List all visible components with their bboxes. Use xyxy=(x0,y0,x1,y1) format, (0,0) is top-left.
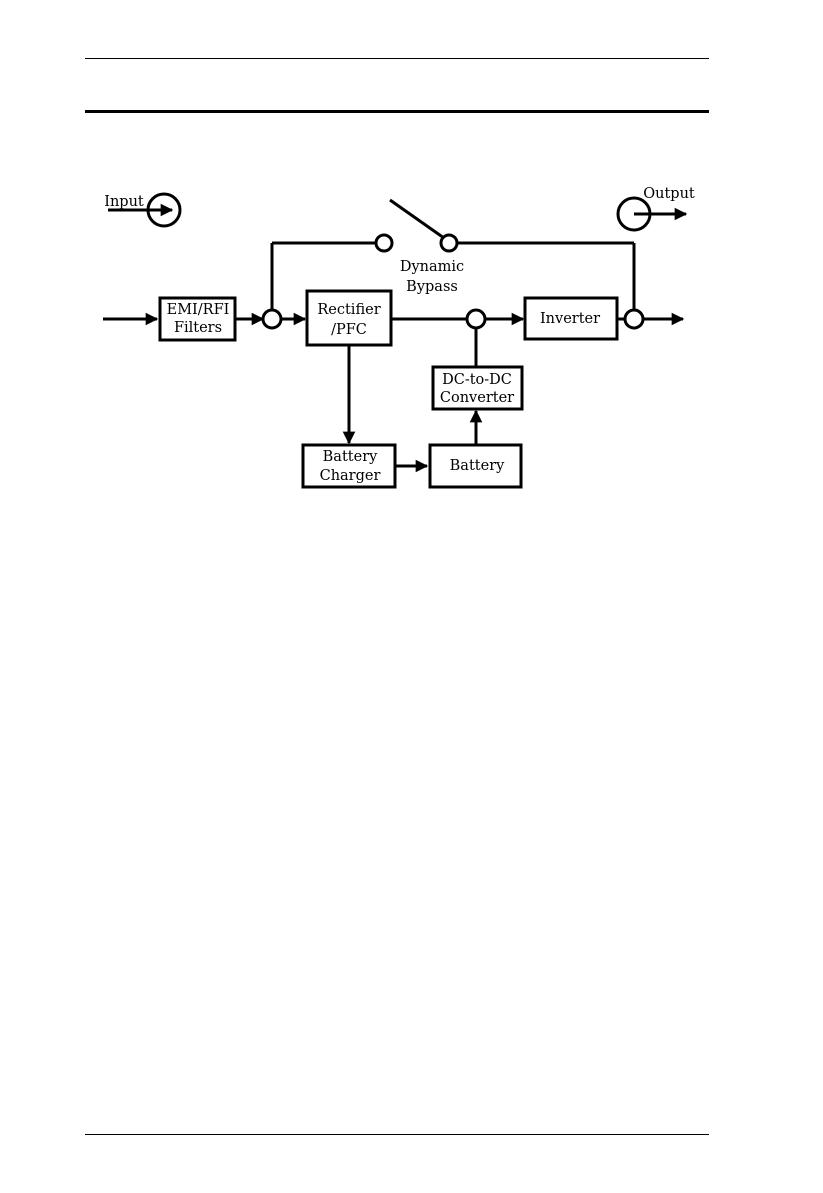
dc-converter-label-line2: Converter xyxy=(440,390,514,406)
dynamic-bypass-label-line1: Dynamic xyxy=(400,259,464,275)
battery-charger-label-line2: Charger xyxy=(320,468,381,484)
input-label: Input xyxy=(104,194,144,210)
dynamic-bypass-label-line2: Bypass xyxy=(406,279,458,295)
battery-charger-label-line1: Battery xyxy=(323,449,378,465)
dc-bus-junction xyxy=(467,310,485,328)
emi-filters-label-line2: Filters xyxy=(174,320,222,336)
input-junction xyxy=(263,310,281,328)
rectifier-label-line1: Rectifier xyxy=(317,302,380,318)
ups-block-diagram: Input Output Dynamic Bypass EMI/RFI Filt… xyxy=(0,0,823,520)
rectifier-label-line2: /PFC xyxy=(331,322,367,338)
bypass-contact-right xyxy=(441,235,457,251)
output-label: Output xyxy=(643,186,695,202)
footer-rule xyxy=(85,1134,709,1135)
emi-filters-label-line1: EMI/RFI xyxy=(167,302,230,318)
bypass-switch-blade xyxy=(390,200,444,238)
inverter-label: Inverter xyxy=(540,311,600,327)
dc-converter-label-line1: DC-to-DC xyxy=(442,372,512,388)
bypass-contact-left xyxy=(376,235,392,251)
battery-label: Battery xyxy=(450,458,505,474)
output-junction xyxy=(625,310,643,328)
